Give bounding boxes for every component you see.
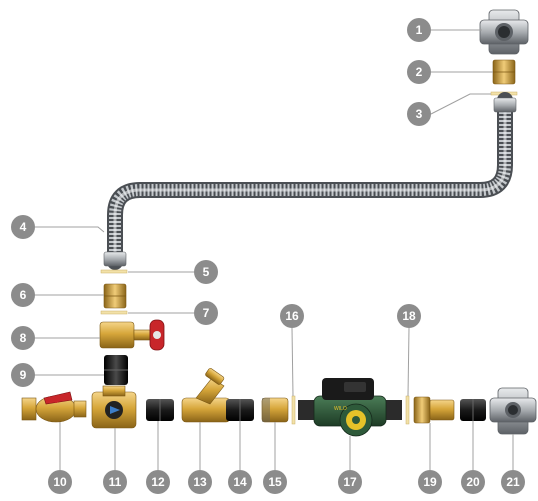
gasket-lower [101, 311, 127, 314]
gate-valve [100, 320, 164, 350]
callout-5: 5 [194, 260, 218, 284]
callout-5-label: 5 [203, 265, 210, 279]
callout-1: 1 [407, 18, 431, 42]
brass-coupling [262, 398, 288, 422]
callout-20-label: 20 [466, 475, 480, 489]
callout-3: 3 [407, 102, 431, 126]
callout-19-label: 19 [423, 475, 437, 489]
flexible-hose [104, 98, 516, 266]
callout-11-label: 11 [109, 475, 122, 489]
callout-11: 11 [103, 470, 127, 494]
brass-nipple-top [493, 60, 515, 84]
callout-13-label: 13 [193, 475, 207, 489]
callout-6: 6 [11, 283, 35, 307]
circulation-pump: WILO [298, 378, 402, 436]
brass-union [414, 397, 454, 423]
callout-14-label: 14 [233, 475, 247, 489]
leader-4 [35, 227, 104, 232]
steel-tee-fitting [490, 388, 536, 434]
leader-16 [292, 328, 293, 396]
pump-brand-label: WILO [334, 406, 347, 412]
callouts: 1 2 3 4 5 6 7 8 9 10 11 12 13 14 15 16 1… [11, 18, 525, 494]
gasket-middle [101, 270, 127, 273]
leader-3 [431, 94, 491, 114]
callout-15-label: 15 [268, 475, 282, 489]
black-nipple-12 [146, 399, 174, 421]
callout-8: 8 [11, 326, 35, 350]
callout-3-label: 3 [416, 107, 423, 121]
callout-16: 16 [280, 304, 304, 328]
brass-tee [92, 386, 136, 428]
gasket-pump-outlet [406, 396, 409, 424]
callout-6-label: 6 [20, 288, 27, 302]
callout-9: 9 [11, 363, 35, 387]
callout-4: 4 [11, 215, 35, 239]
callout-7-label: 7 [203, 306, 210, 320]
callout-12-label: 12 [151, 475, 165, 489]
callout-10-label: 10 [53, 475, 67, 489]
black-nipple-20 [460, 399, 486, 421]
callout-7: 7 [194, 301, 218, 325]
leader-18 [408, 328, 409, 396]
steel-cross-fitting [480, 10, 528, 54]
callout-16-label: 16 [285, 309, 299, 323]
callout-17: 17 [338, 470, 362, 494]
callout-20: 20 [461, 470, 485, 494]
callout-9-label: 9 [20, 368, 27, 382]
callout-14: 14 [228, 470, 252, 494]
callout-12: 12 [146, 470, 170, 494]
callout-8-label: 8 [20, 331, 27, 345]
y-strainer [182, 368, 230, 422]
callout-18-label: 18 [402, 309, 416, 323]
callout-13: 13 [188, 470, 212, 494]
brass-nipple-middle [104, 284, 126, 308]
callout-19: 19 [418, 470, 442, 494]
ball-valve [22, 392, 86, 422]
callout-1-label: 1 [416, 23, 423, 37]
gasket-pump-inlet [292, 396, 295, 424]
callout-2: 2 [407, 60, 431, 84]
callout-10: 10 [48, 470, 72, 494]
callout-21: 21 [501, 470, 525, 494]
callout-18: 18 [397, 304, 421, 328]
callout-4-label: 4 [20, 220, 27, 234]
callout-21-label: 21 [506, 475, 520, 489]
callout-15: 15 [263, 470, 287, 494]
black-nipple-14 [226, 399, 254, 421]
callout-2-label: 2 [416, 65, 423, 79]
callout-17-label: 17 [343, 475, 357, 489]
black-nipple-vertical [104, 355, 128, 385]
